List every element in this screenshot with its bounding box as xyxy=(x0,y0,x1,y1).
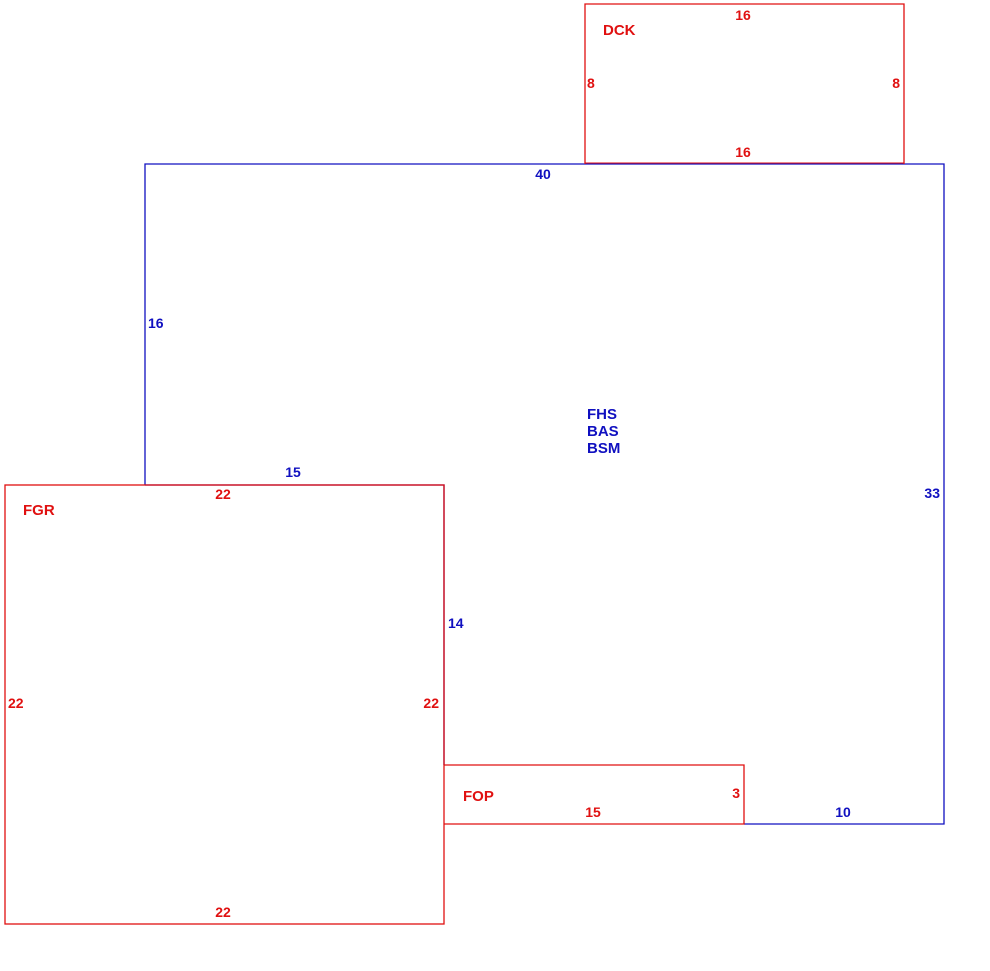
main-dim-left: 16 xyxy=(148,315,164,331)
main-dim-inner-top: 15 xyxy=(285,464,301,480)
deck-dim-right: 8 xyxy=(892,75,900,91)
main-area-outline xyxy=(144,163,945,825)
garage-outline xyxy=(4,484,445,925)
main-area-inner-outline xyxy=(145,484,445,765)
porch-dim-right: 3 xyxy=(732,785,740,801)
garage-dim-right: 22 xyxy=(423,695,439,711)
garage-code: FGR xyxy=(23,502,55,519)
porch-code: FOP xyxy=(463,788,494,805)
deck-code: DCK xyxy=(603,22,636,39)
main-dim-top: 40 xyxy=(535,166,551,182)
porch-outline xyxy=(444,764,745,825)
main-dim-bottom: 10 xyxy=(835,804,851,820)
deck-dim-left: 8 xyxy=(587,75,595,91)
main-dim-inner-right: 14 xyxy=(448,615,464,631)
garage-dim-top: 22 xyxy=(215,486,231,502)
garage-dim-bottom: 22 xyxy=(215,904,231,920)
main-dim-right: 33 xyxy=(924,485,940,501)
deck-dim-bottom: 16 xyxy=(735,144,751,160)
main-area-code-2: BAS xyxy=(587,423,619,440)
porch-dim-bottom: 15 xyxy=(585,804,601,820)
main-area-code-1: FHS xyxy=(587,406,617,423)
deck-dim-top: 16 xyxy=(735,7,751,23)
deck-outline xyxy=(584,3,905,164)
garage-dim-left: 22 xyxy=(8,695,24,711)
main-area-code-3: BSM xyxy=(587,440,620,457)
